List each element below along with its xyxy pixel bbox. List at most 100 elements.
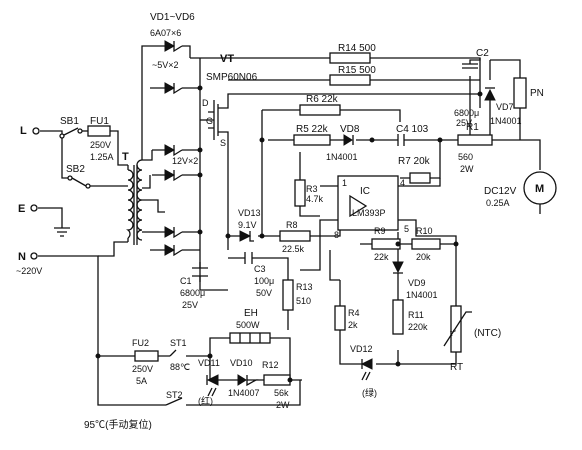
label-motor: M — [535, 183, 544, 195]
label-rt: RT — [450, 362, 463, 373]
label-r12: R12 — [262, 360, 279, 370]
comparator-icon — [349, 194, 368, 218]
label-vd1-part: 6A07×6 — [150, 28, 181, 38]
label-5v: ~5V×2 — [152, 60, 179, 70]
junction-dots — [95, 85, 483, 383]
label-r11-val: 220k — [408, 322, 428, 332]
fu2-fuse-icon — [134, 350, 159, 362]
label-vd13: VD13 — [238, 208, 261, 218]
label-vd12: VD12 — [350, 344, 373, 354]
label-c1: C1 — [180, 276, 192, 286]
label-fu1-v: 250V — [90, 140, 111, 150]
label-r9: R9 — [374, 226, 386, 236]
label-r12-w: 2W — [276, 400, 290, 410]
label-st2-note: 95℃(手动复位) — [84, 418, 152, 431]
label-r9-val: 22k — [374, 252, 389, 262]
vd11-led-icon — [206, 374, 219, 386]
label-r4: R4 — [348, 308, 360, 318]
label-t-deg: t° — [450, 328, 457, 338]
label-fu2-a: 5A — [136, 376, 147, 386]
label-r1-val: 560 — [458, 152, 473, 162]
wires — [38, 45, 541, 406]
label-sb2: SB2 — [66, 164, 85, 175]
label-red: (红) — [198, 395, 213, 406]
label-l: L — [20, 125, 27, 137]
label-r13: R13 — [296, 282, 313, 292]
label-c4: C4 103 — [396, 124, 429, 135]
vd13-zener-icon — [239, 230, 252, 242]
label-c1-v: 25V — [182, 300, 198, 310]
fu1-fuse-icon — [87, 125, 111, 137]
label-fu2-v: 250V — [132, 364, 153, 374]
pn-pump-icon — [513, 77, 527, 109]
label-pin4: 4 — [400, 178, 405, 188]
components — [30, 40, 557, 397]
label-ic: IC — [360, 186, 370, 197]
label-fu2: FU2 — [132, 338, 149, 348]
r7-resistor-icon — [409, 172, 431, 184]
label-st1-t: 88℃ — [170, 362, 190, 372]
label-pn: PN — [530, 88, 544, 99]
label-vd1-vd6: VD1~VD6 — [150, 12, 195, 23]
ic-lm393-body — [337, 175, 399, 231]
label-s: S — [220, 138, 226, 148]
label-fu1: FU1 — [90, 116, 109, 127]
terminal-l-icon — [32, 127, 40, 135]
r10-resistor-icon — [411, 238, 441, 250]
r12-resistor-icon — [263, 374, 291, 386]
label-r7: R7 20k — [398, 156, 431, 167]
vt-mosfet-icon — [208, 111, 214, 129]
label-r5: R5 22k — [296, 124, 329, 135]
label-st1: ST1 — [170, 338, 187, 348]
label-fu1-a: 1.25A — [90, 152, 114, 162]
label-vd10-part: 1N4007 — [228, 388, 260, 398]
label-n: N — [18, 251, 26, 263]
label-st2: ST2 — [166, 390, 183, 400]
r8-resistor-icon — [279, 230, 311, 242]
r6-resistor-icon — [299, 104, 341, 116]
label-mains: ~220V — [16, 266, 42, 276]
rectifier-diodes-icon — [164, 40, 183, 257]
label-r6: R6 22k — [306, 94, 339, 105]
label-vd10: VD10 — [230, 358, 253, 368]
r4-resistor-icon — [334, 305, 346, 331]
label-r3-val: 4.7k — [306, 194, 324, 204]
label-dc-a: 0.25A — [486, 198, 510, 208]
vd10-diode-icon — [237, 374, 247, 386]
c1-capacitor-icon — [192, 267, 208, 277]
label-vd8: VD8 — [340, 124, 360, 135]
sb1-switch-icon — [59, 133, 65, 139]
label-vd7: VD7 — [496, 102, 514, 112]
label-ntc: (NTC) — [474, 328, 501, 339]
label-pin8: 8 — [334, 230, 339, 240]
label-r15: R15 500 — [338, 65, 376, 76]
label-r8: R8 — [286, 220, 298, 230]
label-vd9-part: 1N4001 — [406, 290, 438, 300]
label-eh-w: 500W — [236, 320, 260, 330]
label-r10: R10 — [416, 226, 433, 236]
label-g: G — [206, 116, 213, 126]
vd12-led-icon — [360, 358, 373, 370]
label-vd9: VD9 — [408, 278, 426, 288]
label-r13-val: 510 — [296, 296, 311, 306]
label-r3: R3 — [306, 184, 318, 194]
label-pin5: 5 — [404, 224, 409, 234]
r15-resistor-icon — [329, 74, 371, 86]
label-vd11: VD11 — [198, 358, 220, 368]
label-r11: R11 — [408, 310, 424, 320]
label-vd7-part: 1N4001 — [490, 116, 522, 126]
c4-capacitor-icon — [397, 134, 405, 146]
label-r4-val: 2k — [348, 320, 358, 330]
label-green: (绿) — [362, 387, 377, 398]
r1-resistor-icon — [457, 134, 493, 146]
vd9-diode-icon — [392, 261, 404, 274]
label-ic-part: LM393P — [352, 208, 386, 218]
terminal-e-icon — [30, 204, 38, 212]
label-r1-w: 2W — [460, 164, 474, 174]
label-vt-part: SMP60N06 — [206, 72, 258, 83]
label-c3: C3 — [254, 264, 266, 274]
label-pin1: 1 — [342, 178, 347, 188]
r3-resistor-icon — [294, 179, 306, 207]
c2-capacitor-icon — [462, 63, 478, 69]
